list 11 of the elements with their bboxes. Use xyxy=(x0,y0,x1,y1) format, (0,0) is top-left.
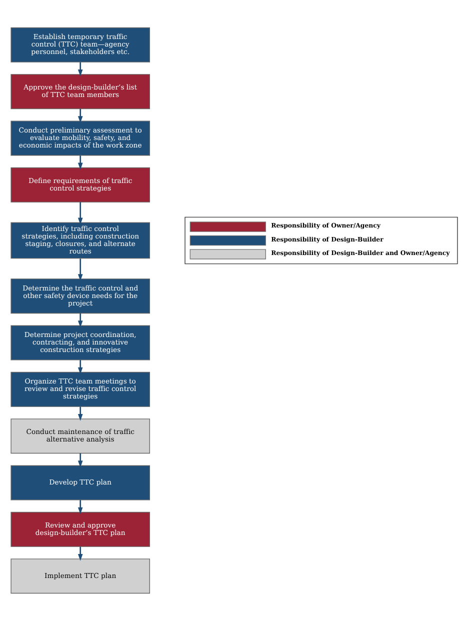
arrow xyxy=(78,202,83,224)
arrow xyxy=(78,155,83,170)
arrow xyxy=(78,406,83,420)
arrow xyxy=(78,500,83,514)
arrow xyxy=(78,312,83,328)
arrow xyxy=(78,546,83,560)
arrow xyxy=(78,360,83,374)
arrow xyxy=(78,452,83,468)
arrow xyxy=(78,258,83,280)
arrow xyxy=(78,62,83,76)
arrow xyxy=(78,108,83,123)
